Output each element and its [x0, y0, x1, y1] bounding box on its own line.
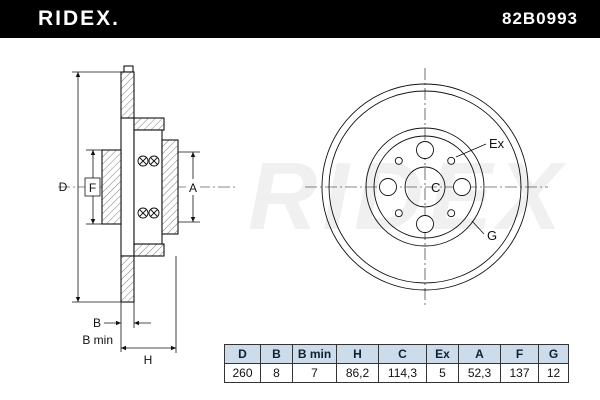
dimension-label-B: B — [93, 316, 101, 330]
braking-surface-circle — [328, 90, 522, 284]
dim-header-cell: B min — [292, 344, 337, 364]
dim-header-cell: A — [458, 344, 501, 364]
front-view: C Ex G — [305, 68, 548, 307]
dimension-label-H: H — [144, 353, 153, 367]
dimension-A: A — [178, 151, 200, 223]
part-number: 82B0993 — [501, 9, 578, 28]
center-bore-circle — [404, 166, 446, 208]
dimension-F: F — [84, 149, 102, 225]
dim-header-cell: F — [500, 344, 539, 364]
hub-face-circle — [373, 135, 477, 239]
dim-value-cell: 52,3 — [458, 363, 501, 383]
dimension-label-Ex: Ex — [489, 136, 505, 151]
dim-value-cell: 7 — [292, 363, 337, 383]
dim-header-cell: H — [336, 344, 379, 364]
dim-header-cell: G — [538, 344, 569, 364]
dimension-label-A: A — [189, 181, 197, 195]
table-header-row: D B B min H C Ex A F G — [224, 344, 569, 364]
dimension-G: G — [471, 220, 497, 243]
table-value-row: 260 8 7 86,2 114,3 5 52,3 137 12 — [224, 363, 569, 383]
dim-value-cell: 12 — [538, 363, 569, 383]
side-section-view: D F A — [58, 65, 235, 367]
dim-value-cell: 8 — [260, 363, 293, 383]
dimension-Ex: Ex — [455, 136, 505, 158]
dim-header-cell: C — [378, 344, 427, 364]
dim-value-cell: 86,2 — [336, 363, 379, 383]
dim-value-cell: 137 — [500, 363, 539, 383]
dim-value-cell: 260 — [224, 363, 261, 383]
dimension-B: B B min — [82, 302, 151, 352]
dimension-H: H — [121, 256, 177, 367]
dim-header-cell: D — [224, 344, 261, 364]
dim-header-cell: B — [260, 344, 293, 364]
dimension-label-B-min: B min — [82, 333, 113, 347]
brake-disc-technical-drawing: D F A — [58, 65, 548, 367]
dimensions-table: D B B min H C Ex A F G 260 8 7 86,2 114,… — [224, 344, 569, 383]
dimension-label-F: F — [89, 181, 96, 195]
outer-diameter-circle — [321, 83, 529, 291]
bolt-holes — [379, 141, 471, 233]
dim-value-cell: 114,3 — [378, 363, 427, 383]
brand-logo: RIDEX. — [38, 7, 121, 30]
dim-value-cell: 5 — [426, 363, 459, 383]
dimension-label-D: D — [59, 180, 68, 194]
hat-circle — [365, 127, 485, 247]
dim-header-cell: Ex — [426, 344, 459, 364]
dimension-label-G: G — [487, 228, 497, 243]
header-bar: RIDEX. 82B0993 — [0, 0, 600, 38]
dimension-label-C: C — [431, 180, 440, 195]
small-holes — [394, 156, 456, 218]
dimension-D: D — [59, 71, 121, 303]
bearing-symbols — [137, 155, 160, 219]
